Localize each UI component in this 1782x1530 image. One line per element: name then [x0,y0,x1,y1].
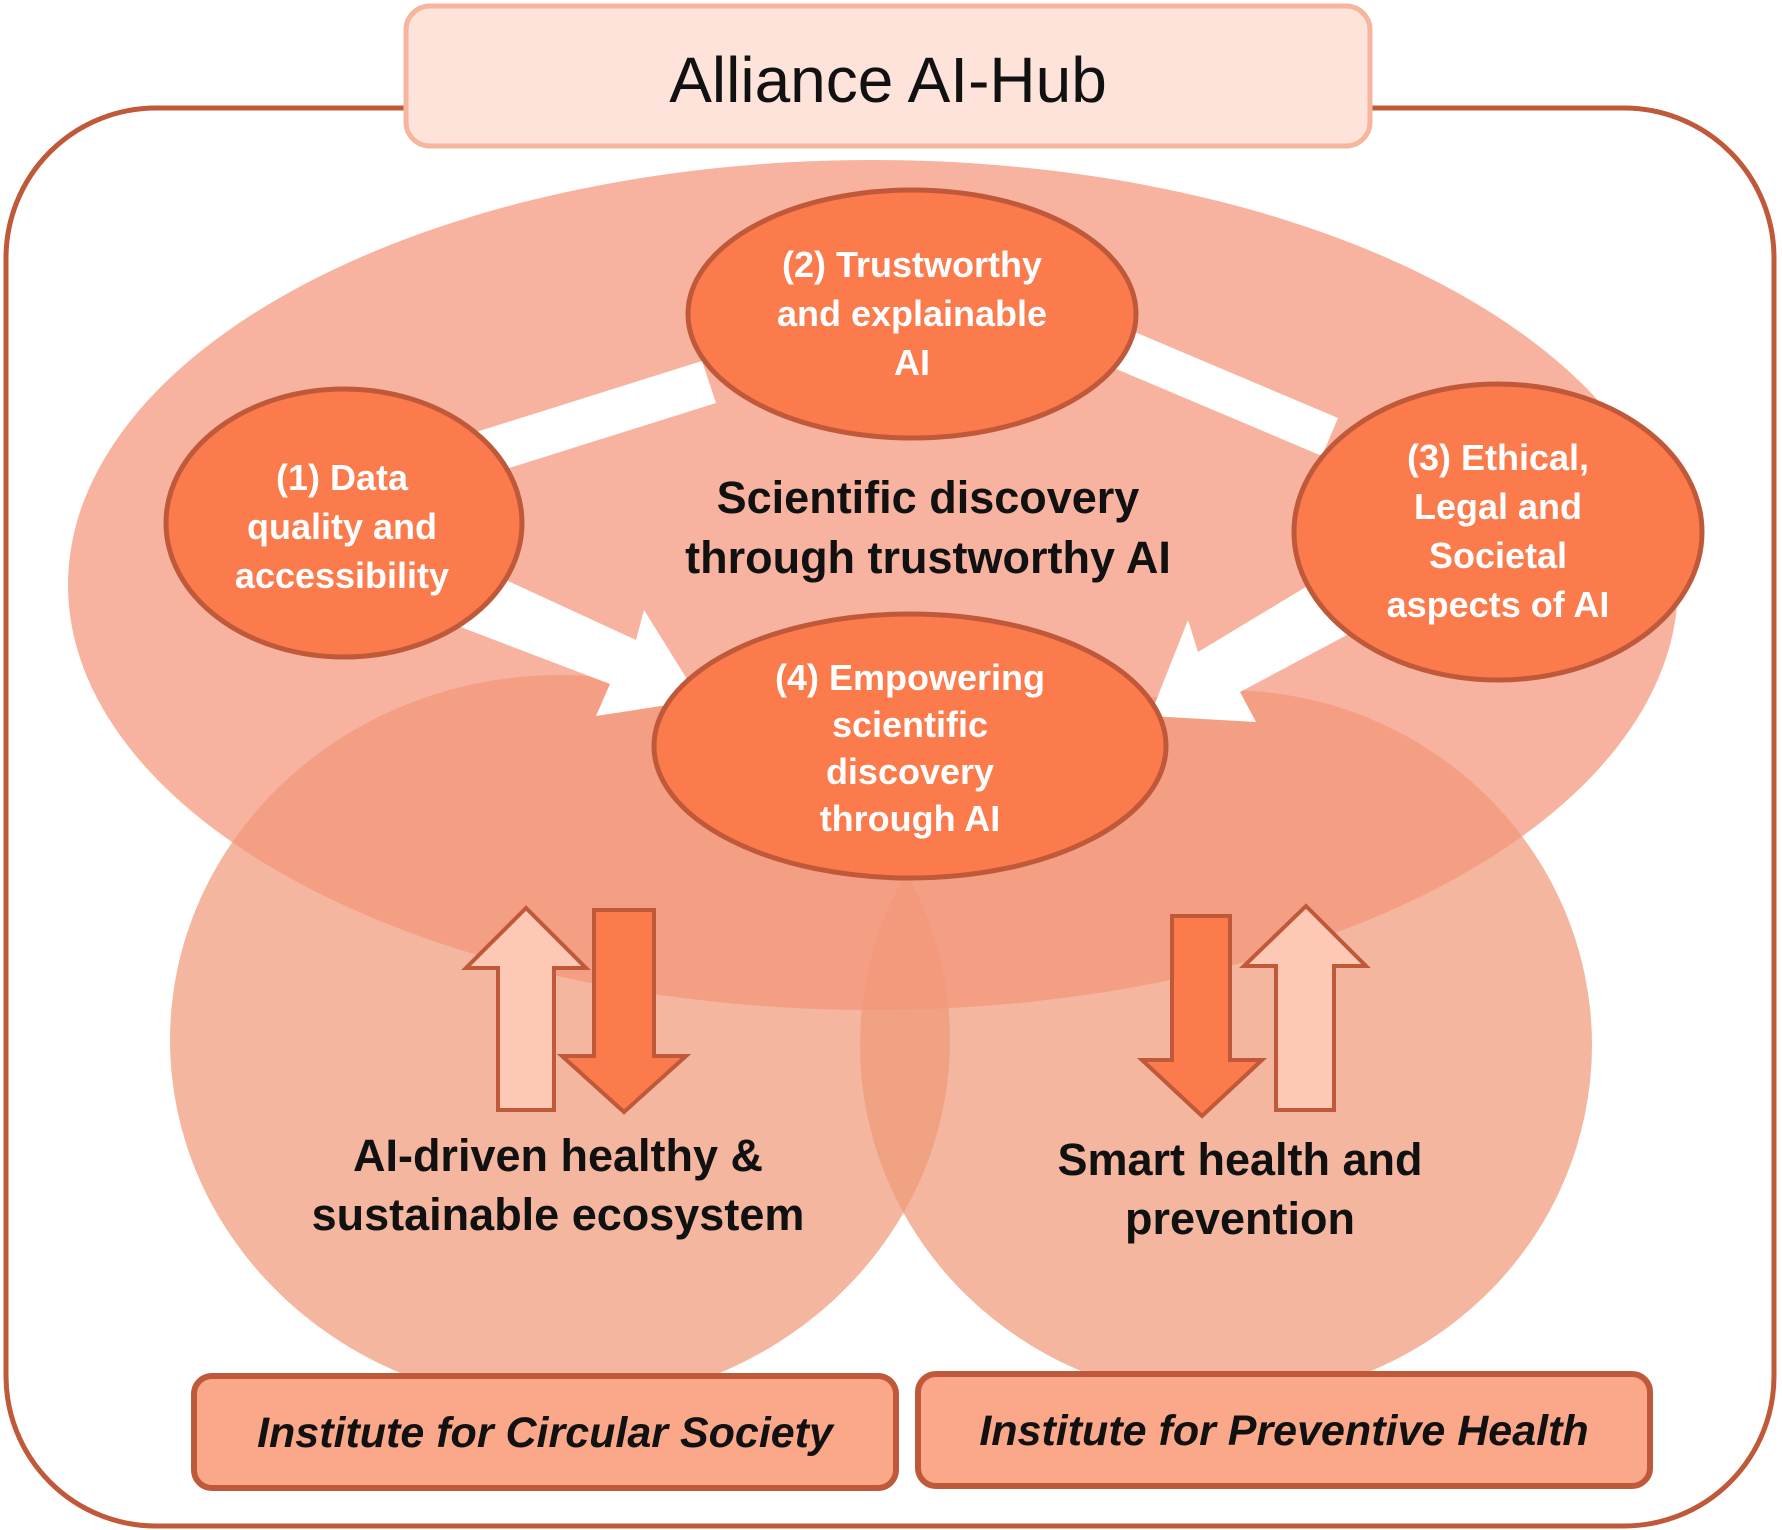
node-ethical: (3) Ethical, Legal and Societal aspects … [1291,381,1705,683]
center-heading: Scientific discovery through trustworthy… [685,472,1171,583]
node-2-line-2: and explainable [777,293,1047,334]
connector-arrows [458,330,1360,722]
domain-ecosystem: AI-driven healthy & sustainable ecosyste… [312,1130,805,1240]
domain-ecosystem-line-1: AI-driven healthy & [353,1130,763,1181]
domain-health: Smart health and prevention [1057,1134,1422,1244]
domain-health-line-2: prevention [1125,1193,1355,1244]
node-2-line-3: AI [894,342,930,383]
node-1-line-1: (1) Data [276,457,409,498]
exchange-arrows-left [461,905,692,1115]
institute-preventive-box: Institute for Preventive Health [915,1371,1653,1489]
node-1-line-2: quality and [247,506,437,547]
science-area [68,160,1678,1010]
node-data-quality: (1) Data quality and accessibility [163,386,525,660]
institute-preventive-label: Institute for Preventive Health [979,1407,1588,1455]
node-2-line-1: (2) Trustworthy [782,244,1042,285]
center-heading-line-1: Scientific discovery [717,472,1140,523]
node-4-line-3: discovery [826,751,994,792]
institute-circular-box: Institute for Circular Society [191,1373,899,1491]
node-4-line-1: (4) Empowering [775,657,1045,698]
hub-title: Alliance AI-Hub [669,44,1107,116]
node-3-line-3: Societal [1429,535,1567,576]
center-heading-line-2: through trustworthy AI [685,532,1171,583]
down-arrow-right [1136,914,1268,1119]
connector-1-2 [476,361,716,474]
node-3-line-1: (3) Ethical, [1407,437,1589,478]
node-1-line-3: accessibility [235,555,449,596]
up-arrow-right [1239,903,1371,1112]
node-3-line-2: Legal and [1414,486,1582,527]
title-box: Alliance AI-Hub [403,3,1373,149]
domain-ecosystem-line-2: sustainable ecosystem [312,1189,805,1240]
exchange-arrows-right [1136,903,1371,1119]
node-4-line-2: scientific [832,704,988,745]
domain-health-line-1: Smart health and [1057,1134,1422,1185]
institute-circular-label: Institute for Circular Society [257,1409,835,1457]
arrow-3-to-4 [1150,576,1360,722]
arrow-1-to-4 [458,570,700,716]
node-3-line-4: aspects of AI [1387,584,1610,625]
up-arrow-left [461,905,591,1112]
down-arrow-left [556,908,692,1115]
node-trustworthy: (2) Trustworthy and explainable AI [685,187,1139,441]
node-empowering: (4) Empowering scientific discovery thro… [651,611,1169,881]
node-4-line-4: through AI [820,798,1001,839]
connector-2-3 [1114,330,1338,456]
